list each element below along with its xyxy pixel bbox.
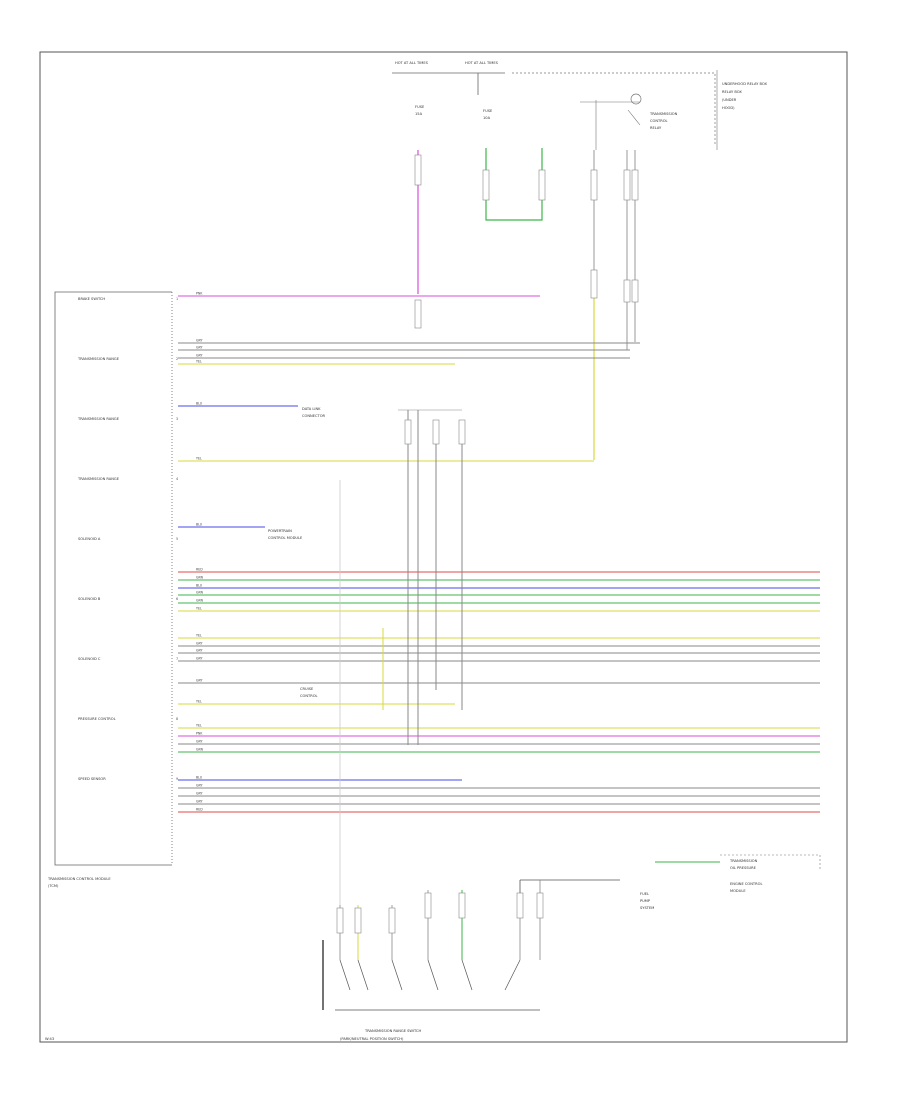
wire-code: YEL	[196, 360, 202, 364]
wire-code: YEL	[196, 700, 202, 704]
wire-code: GRY	[196, 354, 202, 358]
svg-text:CONNECTOR: CONNECTOR	[302, 414, 326, 418]
mid-labels: DATA LINK CONNECTOR POWERTRAIN CONTROL M…	[268, 407, 762, 910]
svg-text:POWERTRAIN: POWERTRAIN	[268, 529, 292, 533]
module-pin-label: SPEED SENSOR	[78, 777, 106, 781]
top-feed-wires	[414, 148, 639, 460]
module-pin-label: SOLENOID A	[78, 537, 101, 541]
wire-code: GRY	[196, 339, 202, 343]
hot-label-1: HOT AT ALL TIMES	[395, 61, 429, 65]
module-pin-label: TRANSMISSION RANGE	[77, 477, 120, 481]
svg-text:OIL PRESSURE: OIL PRESSURE	[730, 866, 757, 870]
middle-verticals	[339, 409, 466, 905]
bottom-right-connector	[519, 854, 821, 905]
svg-text:(PARK/NEUTRAL POSITION SWITCH): (PARK/NEUTRAL POSITION SWITCH)	[340, 1037, 404, 1041]
wire-code: YEL	[196, 457, 202, 461]
wire-code: YEL	[196, 634, 202, 638]
wire-code: GRY	[196, 649, 202, 653]
module-pin-number: 1	[176, 297, 178, 301]
svg-text:RELAY BOX: RELAY BOX	[722, 90, 742, 94]
diagram-frame	[39, 51, 848, 1043]
svg-text:ENGINE CONTROL: ENGINE CONTROL	[730, 882, 762, 886]
svg-text:SYSTEM: SYSTEM	[640, 906, 654, 910]
wire-code: GRN	[196, 576, 204, 580]
wire-code: GRY	[196, 740, 202, 744]
svg-text:15A: 15A	[415, 112, 423, 116]
svg-text:(TCM): (TCM)	[48, 884, 59, 888]
svg-text:CONTROL MODULE: CONTROL MODULE	[268, 536, 303, 540]
horizontal-wires: PNK GRY GRY GRY YEL BLU YEL BLU RED GRN BLU GRN GRN Y…	[178, 292, 820, 813]
svg-text:CRUISE: CRUISE	[300, 687, 314, 691]
hot-label-2: HOT AT ALL TIMES	[465, 61, 499, 65]
svg-text:PUMP: PUMP	[640, 899, 651, 903]
svg-text:DATA LINK: DATA LINK	[302, 407, 321, 411]
figure-code: W:43	[45, 1037, 54, 1041]
wire-code: GRN	[196, 748, 204, 752]
wire-code: BLU	[196, 584, 203, 588]
wire-code: BLU	[196, 776, 203, 780]
wire-code: GRY	[196, 792, 202, 796]
wire-code: YEL	[196, 724, 202, 728]
wire-code: BLU	[196, 523, 203, 527]
module-pin-number: 3	[176, 417, 178, 421]
wire-code: RED	[196, 808, 203, 812]
module-pin-label: SOLENOID B	[78, 597, 101, 601]
wire-code: GRY	[196, 784, 202, 788]
module-pin-number: 8	[176, 717, 178, 721]
wire-code: PNK	[196, 732, 203, 736]
module-pin-number: 6	[176, 597, 178, 601]
wire-code: GRY	[196, 800, 202, 804]
control-module: TRANSMISSION CONTROL MODULE (TCM)	[47, 291, 173, 888]
svg-text:TRANSMISSION: TRANSMISSION	[649, 112, 678, 116]
wire-code: PNK	[196, 292, 203, 296]
module-pin-label: SOLENOID C	[78, 657, 101, 661]
switch-label: TRANSMISSION RANGE SWITCH	[364, 1029, 422, 1033]
module-pin-number: 2	[176, 357, 178, 361]
wire-code: RED	[196, 568, 203, 572]
wire-code: GRY	[196, 657, 202, 661]
wire-code: YEL	[196, 607, 202, 611]
module-pin-number: 5	[176, 537, 178, 541]
range-switch: TRANSMISSION RANGE SWITCH (PARK/NEUTRAL …	[322, 880, 544, 1041]
wire-code: BLU	[196, 402, 203, 406]
wire-code: GRY	[196, 346, 202, 350]
svg-text:10A: 10A	[483, 116, 491, 120]
wire-code: GRN	[196, 599, 204, 603]
svg-text:FUEL: FUEL	[640, 892, 649, 896]
svg-text:CONTROL: CONTROL	[300, 694, 318, 698]
wire-code: GRY	[196, 679, 202, 683]
module-pin-label: TRANSMISSION RANGE	[77, 417, 120, 421]
module-pin-label: BRAKE SWITCH	[78, 297, 105, 301]
module-pin-number: 7	[176, 657, 178, 661]
svg-text:RELAY: RELAY	[650, 126, 662, 130]
svg-text:HOOD): HOOD)	[722, 106, 735, 110]
module-pin-label: TRANSMISSION RANGE	[77, 357, 120, 361]
svg-text:TRANSMISSION: TRANSMISSION	[729, 859, 758, 863]
svg-text:MODULE: MODULE	[730, 889, 746, 893]
wire-code: GRN	[196, 591, 204, 595]
module-pin-number: 9	[176, 777, 178, 781]
svg-text:FUSE: FUSE	[415, 105, 425, 109]
svg-text:FUSE: FUSE	[483, 109, 493, 113]
wire-code: GRY	[196, 642, 202, 646]
svg-text:CONTROL: CONTROL	[650, 119, 668, 123]
module-pin-label: PRESSURE CONTROL	[78, 717, 116, 721]
module-name: TRANSMISSION CONTROL MODULE	[47, 877, 111, 881]
module-pin-number: 4	[176, 477, 178, 481]
relay-box-label: UNDERHOOD RELAY BOX	[722, 82, 767, 86]
power-section: HOT AT ALL TIMES HOT AT ALL TIMES UNDERH…	[392, 61, 767, 150]
svg-text:(UNDER: (UNDER	[722, 98, 737, 102]
